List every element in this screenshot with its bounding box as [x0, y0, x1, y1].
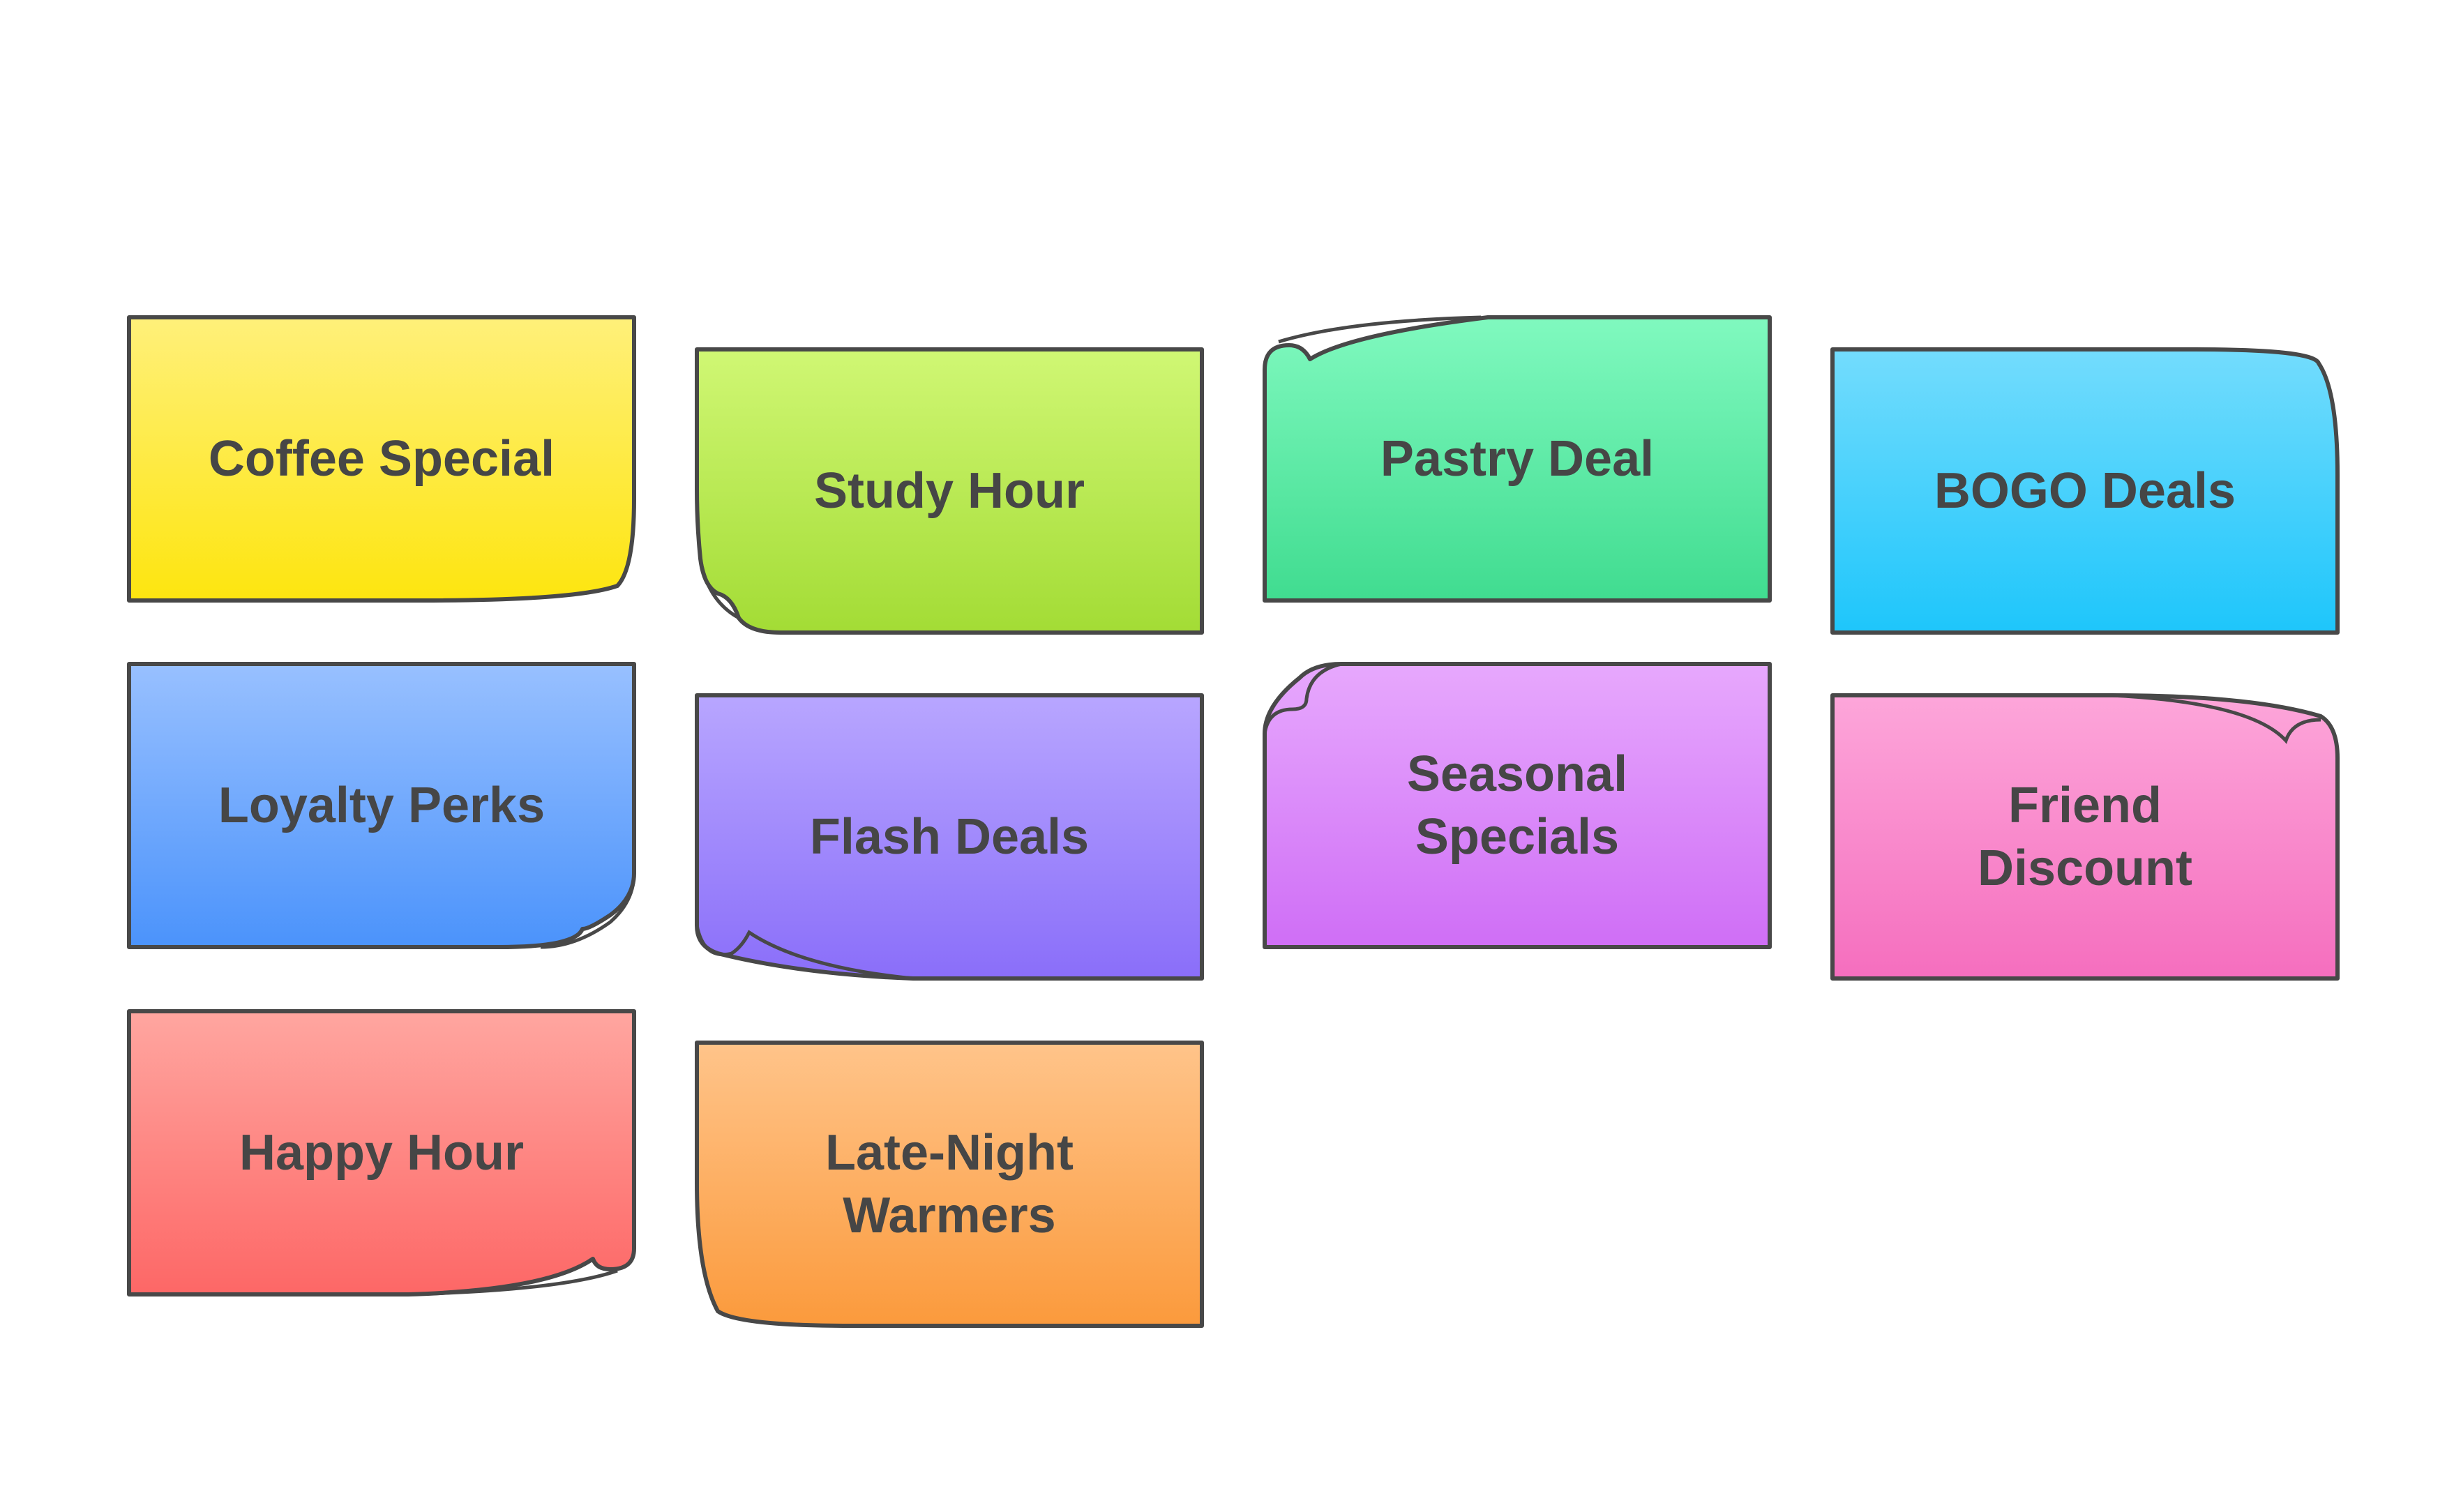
sticky-note-shape — [695, 1041, 1204, 1328]
note-curl — [1263, 662, 1342, 734]
note-curl — [698, 558, 740, 620]
sticky-note[interactable]: Late-Night Warmers — [695, 1041, 1204, 1328]
sticky-note-label: Flash Deals — [809, 809, 1090, 865]
note-body — [695, 1041, 1204, 1328]
note-body — [1830, 693, 2340, 981]
sticky-note-label: Pastry Deal — [1380, 431, 1655, 487]
note-curl — [540, 872, 636, 949]
note-curl — [407, 1269, 618, 1296]
sticky-note-shape — [1263, 315, 1772, 603]
sticky-note[interactable]: Flash Deals — [695, 693, 1204, 981]
sticky-note[interactable]: Happy Hour — [127, 1009, 636, 1296]
sticky-note-shape — [127, 1009, 636, 1296]
sticky-note[interactable]: BOGO Deals — [1830, 347, 2340, 635]
sticky-note-label: Study Hour — [814, 463, 1085, 519]
sticky-note[interactable]: Friend Discount — [1830, 693, 2340, 981]
sticky-note-shape — [127, 662, 636, 949]
sticky-note-label: Happy Hour — [239, 1125, 525, 1181]
sticky-note-label: Late-Night Warmers — [825, 1125, 1074, 1243]
sticky-note[interactable]: Pastry Deal — [1263, 315, 1772, 603]
sticky-note-label: Loyalty Perks — [218, 778, 545, 833]
sticky-note-shape — [1263, 662, 1772, 949]
sticky-note[interactable]: Study Hour — [695, 347, 1204, 635]
sticky-note-shape — [695, 347, 1204, 635]
note-curl — [1278, 315, 1482, 344]
note-curl — [695, 925, 914, 981]
note-curl — [2111, 693, 2321, 744]
note-body — [1263, 315, 1772, 603]
sticky-note-shape — [1830, 347, 2340, 635]
note-body — [695, 347, 1204, 635]
sticky-note[interactable]: Seasonal Specials — [1263, 662, 1772, 949]
sticky-note-shape — [695, 693, 1204, 981]
sticky-note-label: BOGO Deals — [1934, 463, 2236, 519]
sticky-note[interactable]: Coffee Special — [127, 315, 636, 603]
sticky-note-shape — [1830, 693, 2340, 981]
sticky-note-shape — [127, 315, 636, 603]
sticky-note-label: Friend Discount — [1977, 778, 2192, 896]
note-body — [1830, 347, 2340, 635]
sticky-note-label: Seasonal Specials — [1406, 746, 1628, 865]
sticky-note[interactable]: Loyalty Perks — [127, 662, 636, 949]
sticky-note-label: Coffee Special — [208, 431, 555, 487]
note-body — [127, 315, 636, 603]
